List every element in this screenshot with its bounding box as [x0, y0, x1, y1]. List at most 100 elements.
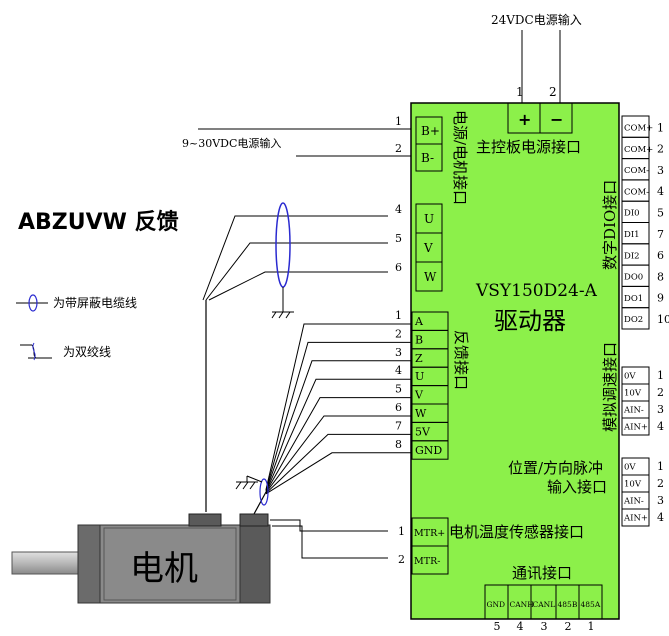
- dio_pins-label: DI0: [624, 209, 640, 219]
- analog_pins-num: 1: [657, 369, 664, 382]
- feedback-pin-num: 4: [395, 364, 402, 377]
- feedback-pin-cell: [411, 440, 449, 460]
- comm-pin-num: 2: [565, 620, 572, 631]
- dio_pins-label: DI1: [624, 230, 640, 240]
- feedback-pin-num: 5: [395, 383, 402, 396]
- feedback-pin-num: 3: [395, 346, 402, 359]
- comm-pin-num: 1: [588, 620, 595, 631]
- legend: 为带屏蔽电缆线 为双绞线: [16, 294, 137, 361]
- comm-label: 通讯接口: [512, 564, 572, 582]
- feedback-pin-label: A: [414, 315, 424, 328]
- power-pin-num: 2: [395, 142, 402, 155]
- feedback-pin-label: V: [414, 389, 424, 402]
- motor-pin-num: 6: [395, 261, 402, 274]
- supply-24v-label: 24VDC电源输入: [491, 12, 582, 27]
- feedback-pin-label: Z: [415, 352, 423, 365]
- legend-twisted: 为双绞线: [63, 344, 111, 359]
- main-power-label: 主控板电源接口: [476, 138, 581, 156]
- motor-pin-label: W: [424, 270, 437, 284]
- temp-pin-num: 2: [398, 553, 405, 566]
- pulse_pins-num: 2: [657, 477, 664, 490]
- comm-pin-num: 5: [494, 620, 501, 631]
- motor-power-connector: [188, 513, 222, 527]
- feedback-pin-num: 2: [395, 327, 402, 340]
- feedback-pin-label: GND: [415, 444, 442, 457]
- pulse_pins-num: 1: [657, 460, 664, 473]
- dio_pins-num: 8: [657, 270, 664, 283]
- dio_pins-cell: [621, 307, 650, 330]
- dio_pins-label: COM+: [624, 123, 653, 133]
- dio_pins-num: 4: [657, 185, 664, 198]
- analog_pins-label: AIN-: [623, 406, 644, 416]
- motor-label: 电机: [130, 549, 198, 589]
- temp-label: 电机温度传感器接口: [449, 523, 584, 541]
- dio_pins-label: DI2: [624, 251, 640, 261]
- twisted-legend-icon: [32, 342, 36, 361]
- comm-pin-num: 3: [541, 620, 548, 631]
- comm-pin-label: 485A: [581, 600, 601, 609]
- motor-power-cable: [202, 202, 388, 512]
- dio_pins-label: DO1: [624, 294, 643, 304]
- dio_pins-num: 7: [657, 228, 664, 241]
- encoder-body: [239, 524, 271, 604]
- dio_pins-label: DO0: [624, 273, 643, 283]
- temp-pin-label: MTR-: [414, 556, 440, 567]
- dio_pins-num: 1: [657, 121, 664, 134]
- pulse-label-1: 位置/方向脉冲: [508, 459, 603, 477]
- feedback-pin-num: 1: [395, 309, 402, 322]
- comm-pin-label: CANL: [533, 600, 556, 609]
- dio_pins-label: COM-: [624, 166, 649, 176]
- pulse_pins-label: AIN-: [623, 497, 644, 507]
- comm-pin-label: 485B: [558, 600, 578, 609]
- power-motor-label: 电源/电机接口: [451, 110, 469, 205]
- temp-pin-cell: [411, 545, 449, 575]
- pulse_pins-label: AIN+: [623, 514, 648, 524]
- supply-24v-pin-1: 1: [516, 85, 524, 99]
- motor-pin-cell: [415, 261, 443, 292]
- encoder-connector: [239, 513, 269, 527]
- temp-pin-label: MTR+: [414, 528, 445, 539]
- dio_pins-label: DO2: [624, 315, 643, 325]
- motor-pin-num: 4: [395, 203, 402, 216]
- comm-pin-label: CANH: [510, 600, 535, 609]
- analog_pins-cell: [621, 417, 650, 436]
- supply-9-30v: 9~30VDC电源输入: [182, 128, 411, 157]
- minus-symbol: −: [550, 110, 563, 129]
- supply-24v-pin-2: 2: [549, 85, 557, 99]
- feedback-label: 反馈接口: [452, 330, 470, 390]
- legend-shielded: 为带屏蔽电缆线: [53, 296, 137, 310]
- power-pin-cell: [415, 143, 443, 172]
- board-model: VSY150D24-A: [475, 281, 598, 301]
- power-pin-label: B-: [421, 151, 434, 165]
- dio_pins-num: 5: [657, 207, 664, 220]
- feedback-pin-num: 8: [395, 438, 402, 451]
- power-pins: B+1B-2: [395, 115, 443, 172]
- dio_pins-label: COM-: [624, 187, 649, 197]
- motor-shaft: [11, 551, 79, 575]
- pulse_pins-cell: [621, 508, 650, 527]
- analog_pins-label: 10V: [624, 389, 642, 399]
- analog_pins-label: 0V: [624, 372, 636, 382]
- temp-pin-num: 1: [398, 525, 405, 538]
- dio_pins-num: 6: [657, 249, 664, 262]
- diagram-title: ABZUVW 反馈: [18, 209, 179, 235]
- feedback-pin-label: U: [415, 370, 424, 383]
- dio_pins-num: 10: [657, 313, 669, 326]
- dio_pins-num: 9: [657, 292, 664, 305]
- comm-pin-cell: [578, 584, 603, 620]
- pulse-label-2: 输入接口: [547, 478, 607, 496]
- power-pin-num: 1: [395, 115, 402, 128]
- supply-9-30v-label: 9~30VDC电源输入: [182, 136, 281, 150]
- driver-board: [410, 102, 620, 620]
- analog_pins-num: 2: [657, 386, 664, 399]
- board-name: 驱动器: [494, 307, 566, 335]
- feedback-pin-label: 5V: [415, 425, 431, 438]
- analog_pins-label: AIN+: [623, 423, 648, 433]
- analog_pins-num: 4: [657, 420, 664, 433]
- motor-pin-label: V: [423, 241, 433, 255]
- comm-pin-label: GND: [487, 600, 506, 609]
- temp-cable: [270, 519, 388, 559]
